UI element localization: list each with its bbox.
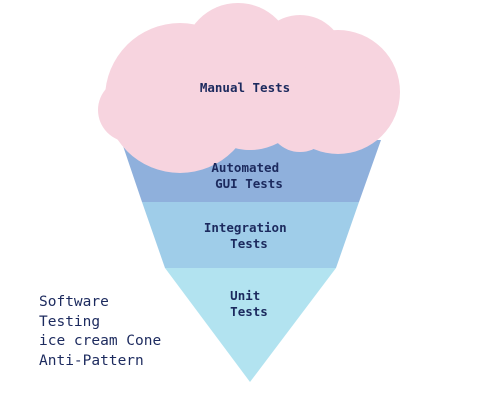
caption-line: ice cream Cone bbox=[39, 333, 162, 349]
cone-layer-unit bbox=[165, 268, 336, 382]
caption-line: Software bbox=[39, 294, 109, 310]
layer-label-unit: Unit Tests bbox=[230, 288, 268, 319]
layer-label-automated-gui: Automated GUI Tests bbox=[211, 160, 286, 191]
cone-layer-integration bbox=[142, 202, 359, 268]
layer-label-line: GUI Tests bbox=[215, 176, 283, 191]
caption-line: Anti-Pattern bbox=[39, 352, 144, 369]
caption-line: Testing bbox=[39, 313, 101, 330]
layer-label-integration: Integration Tests bbox=[204, 220, 294, 251]
layer-label-line: Automated bbox=[211, 160, 279, 175]
layer-label-line: Unit bbox=[230, 288, 260, 303]
layer-label-line: Integration bbox=[204, 220, 287, 235]
diagram-caption: Software Testing ice cream Cone Anti-Pat… bbox=[39, 293, 161, 371]
scoop-label-manual-tests: Manual Tests bbox=[200, 80, 290, 95]
ice-cream-scoop bbox=[98, 3, 400, 173]
layer-label-line: Tests bbox=[230, 304, 268, 319]
layer-label-line: Tests bbox=[230, 236, 268, 251]
